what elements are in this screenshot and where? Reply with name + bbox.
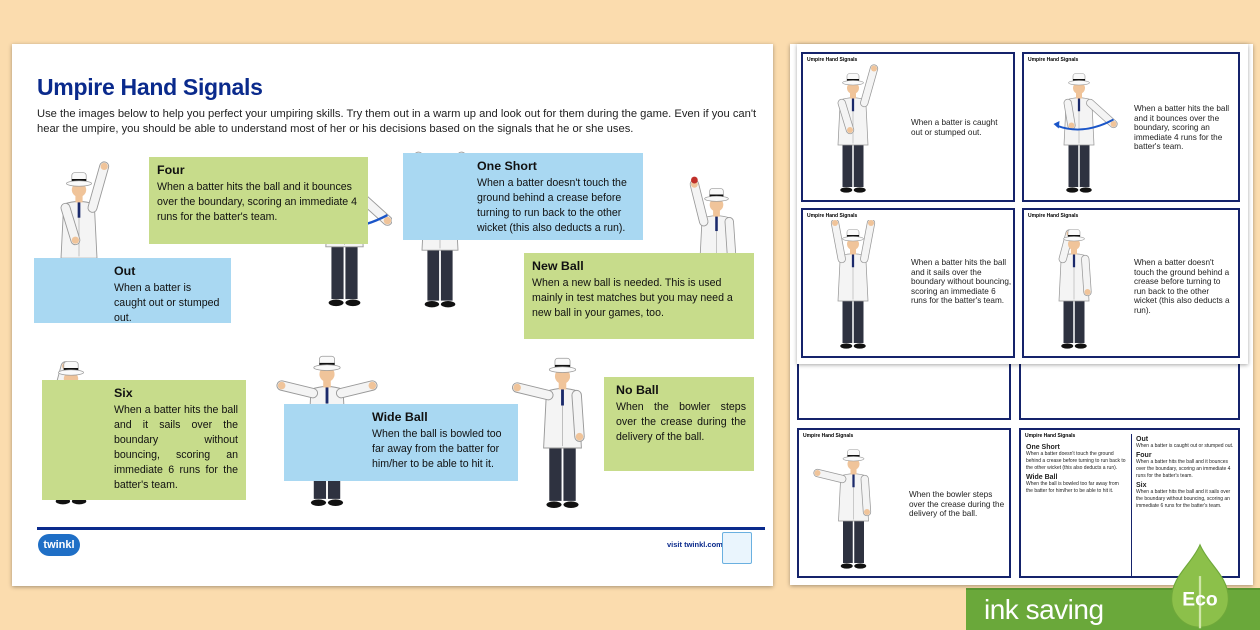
umpire-one-short-figure [1034,220,1114,355]
umpire-out-figure [813,64,893,199]
worksheet-page: Umpire Hand Signals Use the images below… [12,44,773,586]
card-no-ball: Umpire Hand Signals When the bowler step… [797,428,1011,578]
card-out: Umpire Hand Signals When a batter is cau… [801,52,1015,202]
cards-sheet-front: Umpire Hand Signals When a batter is cau… [797,44,1248,364]
umpire-no-ball-figure [801,440,906,575]
visit-link[interactable]: visit twinkl.com [667,540,723,549]
card-text: When a batter hits the ball and it bounc… [1134,104,1230,151]
eco-leaf-icon: Eco [1171,543,1229,629]
page-title: Umpire Hand Signals [37,74,263,100]
intro-text: Use the images below to help you perfect… [37,108,757,135]
umpire-no-ball-figure [500,346,625,516]
umpire-four-figure [1039,64,1119,199]
footer-rule [37,527,765,530]
quality-badge-icon [722,532,752,564]
card-one-short: Umpire Hand Signals When a batter doesn'… [1022,208,1240,358]
card-text: When a batter doesn't touch the ground b… [1134,258,1230,315]
card-text: When the bowler steps over the crease du… [909,490,1005,518]
card-text: When a batter hits the ball and it sails… [911,258,1012,305]
eco-label: Eco [1182,590,1218,611]
card-four: Umpire Hand Signals When a batter hits t… [1022,52,1240,202]
card-six: Umpire Hand Signals When a batter hits t… [801,208,1015,358]
card-text: When a batter is caught out or stumped o… [911,118,998,137]
twinkl-logo: twinkl [38,534,80,556]
umpire-six-figure [813,218,893,355]
